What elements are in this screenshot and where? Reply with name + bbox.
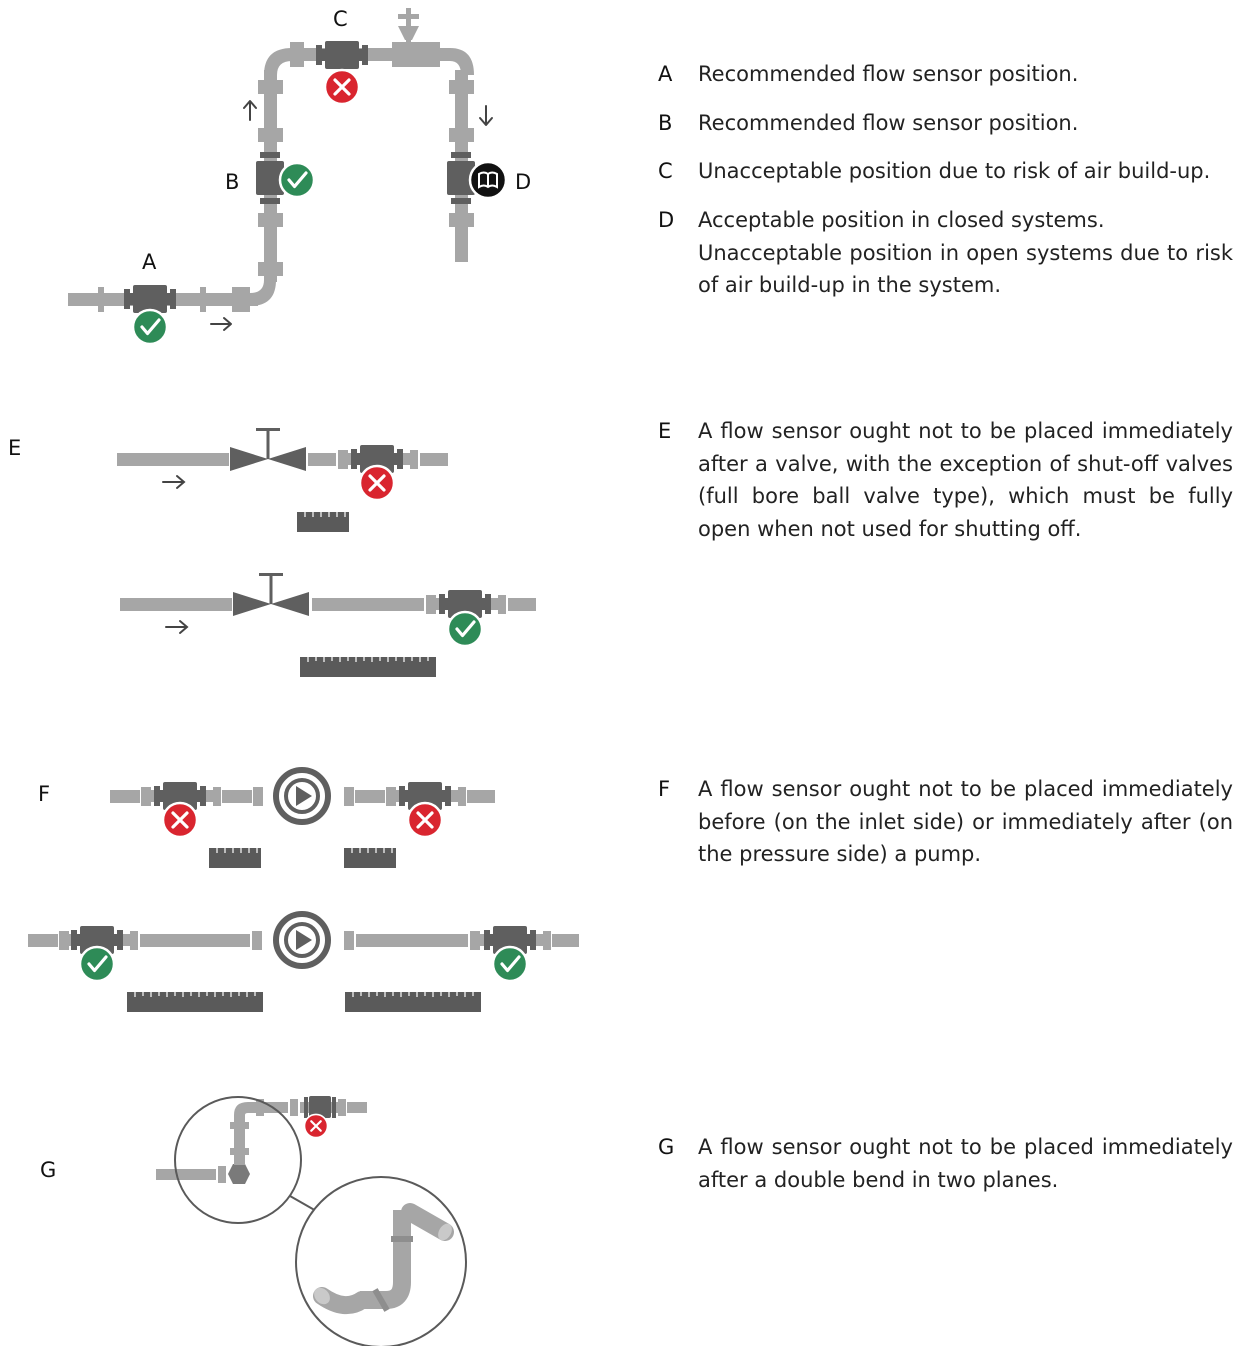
description-text: A flow sensor ought not to be placed imm…	[698, 419, 1233, 541]
label-d: D	[515, 170, 531, 194]
pump-row-ok	[28, 914, 579, 1012]
x-circle-icon	[303, 1113, 329, 1139]
x-circle-icon	[358, 464, 396, 502]
description-key: B	[658, 111, 673, 135]
check-circle-icon	[278, 161, 316, 199]
description-text: Acceptable position in closed systems.	[698, 208, 1105, 232]
sensor-c	[308, 41, 376, 106]
arrow-icon	[210, 100, 493, 331]
description-text: Unacceptable position in open systems du…	[698, 240, 1233, 298]
ruler-short	[344, 848, 396, 868]
ruler-long	[300, 657, 436, 677]
description-key: G	[658, 1135, 675, 1159]
x-circle-icon	[406, 801, 444, 839]
sensor-b	[256, 144, 316, 212]
valve-row-bad	[117, 428, 448, 532]
valve-row-ok	[120, 573, 536, 677]
double-bend-3d	[313, 1203, 454, 1315]
description-text: Recommended flow sensor position.	[698, 111, 1079, 135]
label-a: A	[142, 250, 157, 274]
sensor-a	[116, 285, 184, 346]
ruler-short	[297, 512, 349, 532]
description-key: E	[658, 419, 672, 443]
pump	[276, 770, 328, 822]
ruler-long	[127, 992, 263, 1012]
check-circle-icon	[78, 945, 116, 983]
arrow-icon	[165, 620, 189, 634]
label-f: F	[38, 782, 50, 806]
description-key: A	[658, 62, 673, 86]
description-key: D	[658, 208, 675, 232]
sensor-d	[447, 144, 508, 212]
arrow-icon	[162, 475, 186, 489]
description-text: Unacceptable position due to risk of air…	[698, 159, 1211, 183]
book-icon	[468, 160, 508, 200]
description-text: A flow sensor ought not to be placed imm…	[698, 777, 1233, 866]
label-c: C	[333, 7, 348, 31]
x-circle-icon	[161, 801, 199, 839]
description-e: E A flow sensor ought not to be placed i…	[658, 415, 1233, 545]
description-c: C Unacceptable position due to risk of a…	[658, 155, 1233, 188]
label-e: E	[8, 436, 21, 460]
description-f: F A flow sensor ought not to be placed i…	[658, 773, 1233, 871]
double-bend-diagram	[156, 1096, 467, 1346]
label-b: B	[225, 170, 239, 194]
x-circle-icon	[323, 68, 361, 106]
description-d: D Acceptable position in closed systems.…	[658, 204, 1233, 302]
check-circle-icon	[491, 945, 529, 983]
description-g: G A flow sensor ought not to be placed i…	[658, 1131, 1233, 1196]
flow-sensor-diagram: A B C D E F	[8, 7, 579, 1346]
pump	[276, 914, 328, 966]
pump-row-bad	[110, 770, 495, 868]
description-a: A Recommended flow sensor position.	[658, 58, 1233, 91]
description-key: C	[658, 159, 673, 183]
ruler-short	[209, 848, 261, 868]
description-b: B Recommended flow sensor position.	[658, 107, 1233, 140]
ruler-long	[345, 992, 481, 1012]
description-text: A flow sensor ought not to be placed imm…	[698, 1135, 1233, 1192]
check-circle-icon	[131, 308, 169, 346]
description-key: F	[658, 777, 671, 801]
label-g: G	[40, 1158, 56, 1182]
check-circle-icon	[446, 610, 484, 648]
description-text: Recommended flow sensor position.	[698, 62, 1079, 86]
